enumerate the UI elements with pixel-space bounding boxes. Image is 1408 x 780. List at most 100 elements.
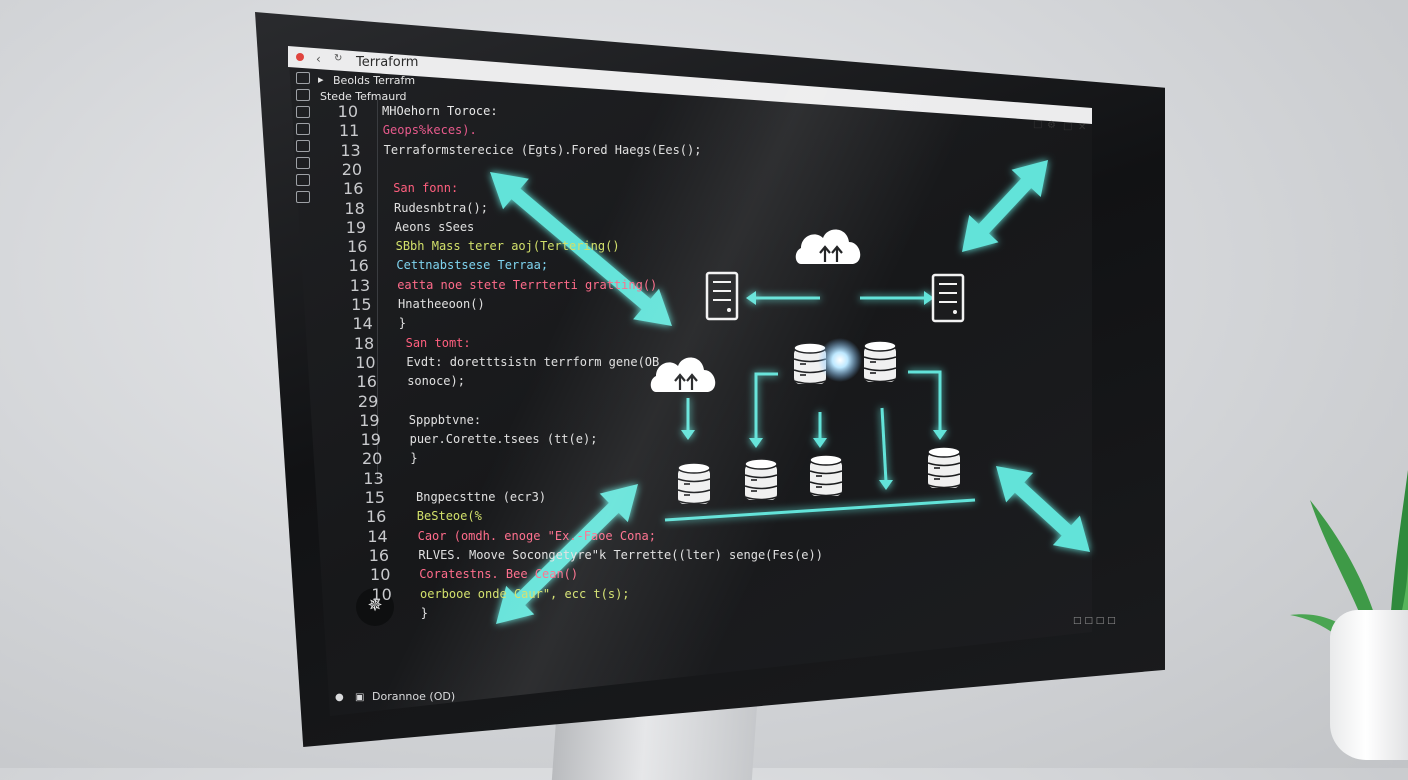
cloud-shape [650, 357, 716, 392]
line-number: 16 [368, 545, 390, 565]
arrowhead [681, 430, 695, 440]
double-arrow [496, 484, 638, 624]
db-top [744, 458, 778, 470]
db-band [809, 481, 843, 486]
connector-line [664, 498, 976, 522]
line-number: 14 [352, 314, 373, 334]
database-icon [677, 462, 711, 507]
line-number: 20 [361, 449, 383, 469]
database-icon [809, 454, 843, 499]
line-number: 10 [355, 352, 376, 372]
db-top [809, 454, 843, 466]
line-number: 11 [338, 121, 360, 141]
line-number: 13 [349, 275, 371, 295]
arrowhead [924, 291, 934, 305]
code-line: puer.Corette.tsees (tt(e); [409, 432, 598, 447]
git-icon[interactable] [296, 106, 310, 118]
glow-spark [818, 338, 862, 382]
code-line: Aeons sSees [394, 219, 475, 234]
arrowhead [749, 438, 763, 448]
line-number: 16 [343, 179, 364, 199]
line-number: 20 [341, 159, 363, 179]
code-line: SBbh Mass terer aoj(Tertering() [395, 239, 620, 254]
line-number: 15 [364, 488, 385, 507]
extensions-icon[interactable] [296, 140, 310, 152]
code-line: Caor (omdh. enoge "Ex.-Faoe Cona; [417, 528, 657, 543]
code-line: eatta noe stete Terrterti gratting() [397, 277, 658, 292]
line-number: 10 [337, 102, 358, 121]
line-number: 19 [359, 410, 380, 430]
arrowhead [746, 291, 756, 305]
account-icon[interactable]: ● [335, 692, 344, 703]
line-number: 13 [340, 140, 361, 160]
line-number: 14 [367, 526, 388, 546]
code-line: RLVES. Moove Socongetyre"k Terrette((lte… [418, 547, 823, 562]
minimize-icon[interactable]: □ [1033, 119, 1043, 130]
back-icon[interactable]: ‹ [316, 52, 321, 66]
code-line: Coratestns. Bee Cean() [419, 567, 579, 582]
status-indicator-icon: □ □ □ □ [1073, 616, 1116, 626]
db-top [863, 340, 897, 352]
db-band [744, 485, 778, 490]
settings-sidebar-icon[interactable] [296, 191, 310, 203]
upload-arrows [819, 245, 843, 262]
search-icon[interactable] [296, 89, 310, 101]
db-band [793, 380, 827, 385]
server-led [727, 308, 731, 312]
cloud-shape [795, 229, 861, 264]
tab-icon: ▸ [318, 73, 324, 86]
arrowhead [813, 438, 827, 448]
code-line: San fonn: [393, 181, 459, 196]
server-icon [705, 271, 739, 321]
connector-line [754, 372, 778, 440]
line-number: 10 [370, 565, 391, 585]
line-number: 18 [344, 198, 365, 218]
maximize-icon[interactable]: □ [1063, 121, 1073, 132]
line-number: 15 [351, 295, 372, 314]
line-number: 16 [347, 237, 368, 257]
gear-icon[interactable]: ⚙ [1047, 120, 1056, 131]
plant-pot [1330, 610, 1408, 760]
code-line: Hnatheeoon() [398, 297, 485, 311]
files-icon[interactable] [296, 72, 310, 84]
arrowhead [879, 480, 893, 490]
server-led [953, 310, 957, 314]
db-top [677, 462, 711, 474]
db-band [863, 367, 897, 372]
code-line: oerbooe onde Caur", ecc t(s); [420, 586, 630, 601]
code-line: Spppbtvne: [408, 412, 482, 427]
close-icon[interactable]: ✕ [1078, 122, 1087, 133]
code-line: BeSteoe(% [416, 509, 482, 524]
split-icon[interactable]: ▣ [355, 692, 365, 703]
debug-icon[interactable] [296, 123, 310, 135]
breadcrumb: Stede Tefmaurd [320, 90, 407, 103]
cloud-icon [795, 229, 861, 264]
arrowhead [933, 430, 947, 440]
window-title: Terraform [356, 55, 419, 70]
database-sidebar-icon[interactable] [296, 174, 310, 186]
line-number: 19 [360, 430, 381, 450]
connector-line [908, 370, 942, 432]
code-line: Bngpecsttne (ecr3) [416, 490, 547, 504]
connector-line [880, 407, 888, 483]
code-line: } [420, 605, 429, 620]
code-line: Terraformsterecice (Egts).Fored Haegs(Ee… [383, 142, 702, 157]
code-line: San tomt: [405, 335, 471, 350]
db-band [677, 500, 711, 505]
tab-label[interactable]: Beolds Terrafm [333, 74, 416, 87]
line-number: 18 [353, 333, 375, 353]
refresh-icon[interactable]: ↻ [334, 53, 343, 64]
code-line: } [398, 316, 407, 331]
line-number: 10 [371, 584, 392, 604]
line-number: 16 [365, 507, 387, 527]
double-arrow [962, 160, 1048, 252]
db-band [927, 484, 961, 489]
terminal-icon[interactable] [296, 157, 310, 169]
code-line: Rudesnbtra(); [394, 200, 488, 215]
db-band [863, 378, 897, 383]
line-number: 29 [357, 391, 379, 411]
close-dot-icon[interactable] [296, 53, 304, 61]
double-arrow [490, 172, 672, 326]
assistant-icon[interactable]: ✵ [356, 588, 394, 626]
